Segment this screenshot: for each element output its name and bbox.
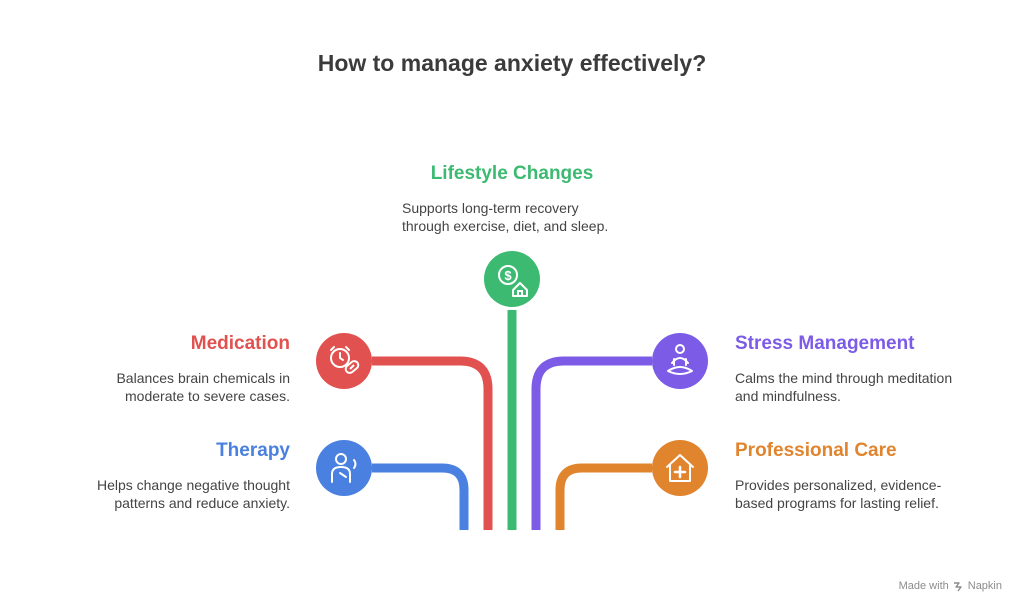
medication-heading: Medication — [190, 333, 290, 354]
professional-desc-line1: Provides personalized, evidence- — [735, 477, 942, 493]
professional-desc-line2: based programs for lasting relief. — [735, 495, 939, 511]
stress-desc-line2: and mindfulness. — [735, 388, 841, 404]
made-with-napkin-watermark[interactable]: Made with Napkin — [899, 580, 1002, 592]
therapy-description: Helps change negative thought patterns a… — [40, 476, 290, 512]
medication-desc-line2: moderate to severe cases. — [125, 388, 290, 404]
medication-desc-line1: Balances brain chemicals in — [116, 370, 290, 386]
page-title: How to manage anxiety effectively? — [317, 50, 707, 76]
professional-icon-circle — [652, 440, 708, 496]
medication-description: Balances brain chemicals in moderate to … — [40, 369, 290, 405]
watermark-brand: Napkin — [967, 580, 1002, 592]
therapy-icon-circle — [316, 440, 372, 496]
professional-description: Provides personalized, evidence- based p… — [735, 476, 1005, 512]
watermark-prefix: Made with — [898, 580, 949, 592]
lifestyle-desc-line2: through exercise, diet, and sleep. — [402, 218, 609, 234]
lifestyle-icon-circle: $ — [484, 251, 540, 307]
stress-desc-line1: Calms the mind through meditation — [735, 370, 953, 386]
lifestyle-desc-line1: Supports long-term recovery — [402, 200, 579, 216]
meditation-icon — [667, 344, 693, 375]
napkin-logo-icon — [953, 581, 962, 591]
stress-icon-circle — [652, 333, 708, 389]
svg-text:$: $ — [504, 268, 512, 283]
therapy-desc-line1: Helps change negative thought — [96, 477, 290, 493]
connector-medication — [372, 356, 493, 530]
medical-house-icon — [666, 454, 694, 482]
lifestyle-description: Supports long-term recovery through exer… — [402, 199, 662, 235]
therapy-desc-line2: patterns and reduce anxiety. — [114, 495, 290, 511]
connector-professional — [555, 463, 652, 530]
stress-description: Calms the mind through meditation and mi… — [735, 369, 1005, 405]
medication-icon-circle — [316, 333, 372, 389]
professional-heading: Professional Care — [735, 440, 897, 461]
person-speaking-icon — [331, 453, 357, 483]
stress-heading: Stress Management — [735, 333, 915, 354]
connector-therapy — [372, 463, 469, 530]
money-home-icon: $ — [498, 265, 528, 297]
alarm-pill-icon — [330, 346, 360, 374]
lifestyle-heading: Lifestyle Changes — [430, 163, 594, 184]
therapy-heading: Therapy — [216, 440, 290, 461]
connector-stress — [531, 356, 652, 530]
